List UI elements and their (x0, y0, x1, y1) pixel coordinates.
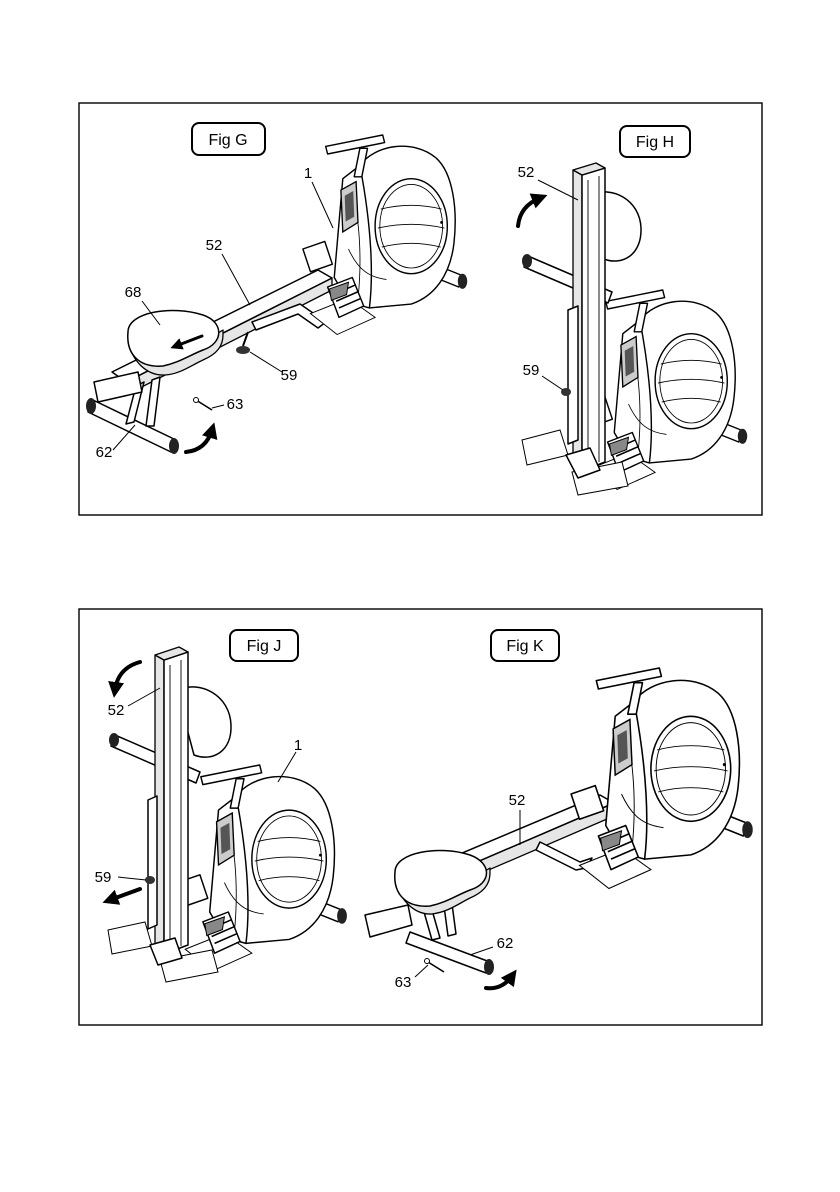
adjustment-knob (145, 876, 155, 884)
fig-j-title: Fig J (247, 638, 282, 655)
callout-62: 62 (497, 935, 514, 952)
callout-52: 52 (108, 702, 125, 719)
callout-59: 59 (281, 367, 298, 384)
callout-1: 1 (304, 165, 312, 182)
callout-63: 63 (227, 396, 244, 413)
locking-pin-ring (425, 959, 430, 964)
callout-1: 1 (294, 737, 302, 754)
fig-g-title: Fig G (208, 132, 247, 149)
locking-pin-ring (194, 398, 199, 403)
callout-52: 52 (518, 164, 535, 181)
callout-68: 68 (125, 284, 142, 301)
rail-front (582, 168, 605, 471)
fig-k-title: Fig K (506, 638, 544, 655)
rear-stabilizer-cap-right (169, 438, 179, 454)
callout-52: 52 (206, 237, 223, 254)
callout-52: 52 (509, 792, 526, 809)
adjustment-knob (236, 346, 250, 354)
callout-63: 63 (395, 974, 412, 991)
callout-62: 62 (96, 444, 113, 461)
rear-stabilizer-cap (484, 959, 494, 975)
hinge-bracket (568, 306, 578, 444)
rail-front (164, 652, 188, 954)
callout-59: 59 (95, 869, 112, 886)
hinge-bracket (148, 796, 157, 929)
fig-h-title: Fig H (636, 134, 674, 151)
callout-59: 59 (523, 362, 540, 379)
handle-bar-cap (522, 254, 532, 268)
handle-bar-cap (109, 733, 119, 747)
rear-stabilizer-cap-left (86, 398, 96, 414)
